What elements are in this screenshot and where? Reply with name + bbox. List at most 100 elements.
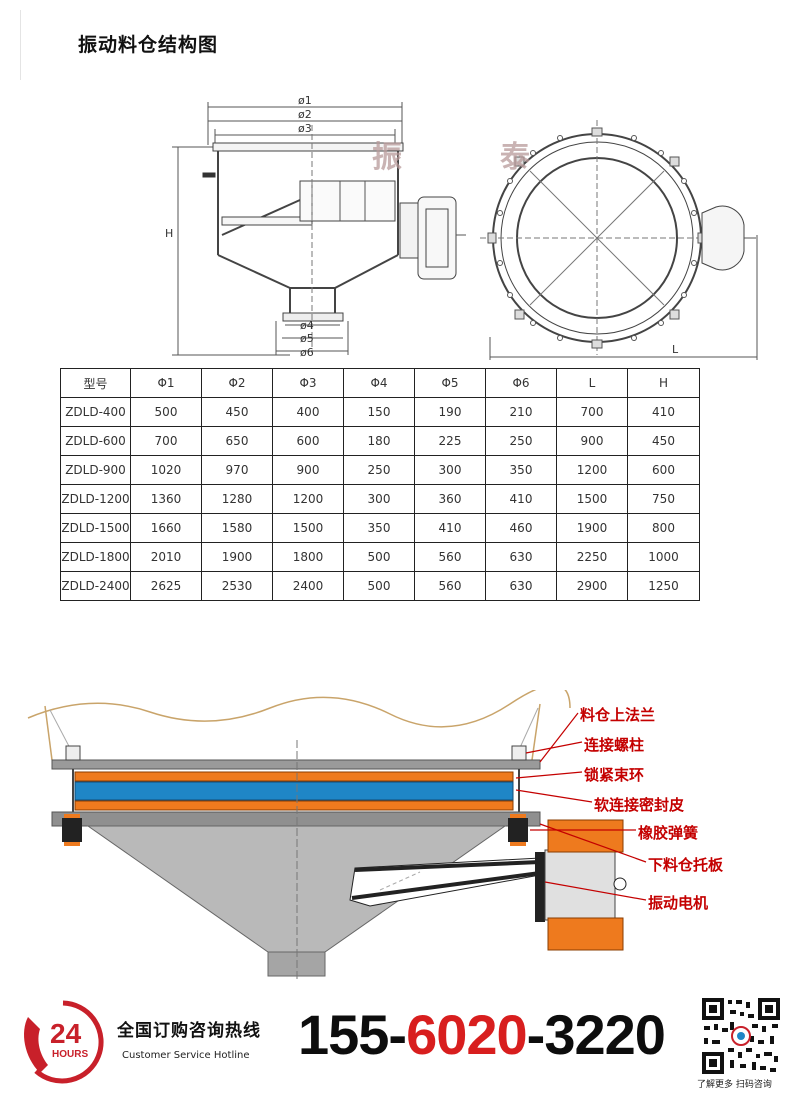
spec-value-cell: 1020 — [130, 455, 202, 485]
spec-value-cell: 350 — [343, 513, 415, 543]
phone-part-b: 6020 — [406, 1003, 528, 1066]
spec-value-cell: 900 — [556, 426, 628, 456]
callout-clamp-ring: 锁紧束环 — [584, 766, 645, 784]
spec-value-cell: 180 — [343, 426, 415, 456]
watermark-left: 振 — [372, 140, 402, 175]
spec-value-cell: 500 — [130, 397, 202, 427]
rubber-spring-right — [508, 818, 528, 842]
spec-value-cell: 2400 — [272, 571, 344, 601]
spec-value-cell: 400 — [272, 397, 344, 427]
model-cell: ZDLD-900 — [60, 455, 131, 485]
spec-value-cell: 1900 — [201, 542, 273, 572]
phone-handset-icon — [24, 1017, 48, 1073]
dim-label-d2: ø2 — [298, 108, 312, 121]
vibration-motor — [544, 849, 616, 921]
spec-value-cell: 350 — [485, 455, 557, 485]
24-hours-logo: 24 HOURS — [24, 1000, 104, 1084]
clamp-ring-bottom — [74, 800, 514, 811]
spec-value-cell: 1660 — [130, 513, 202, 543]
phone-number[interactable]: 155-6020-3220 — [298, 1002, 666, 1067]
spec-value-cell: 1200 — [556, 455, 628, 485]
spec-value-cell: 600 — [627, 455, 700, 485]
hopper-diagram — [27, 690, 647, 980]
dim-label-d5: ø5 — [300, 332, 314, 345]
spec-value-cell: 1250 — [627, 571, 700, 601]
qr-caption: 了解更多 扫码咨询 — [697, 1080, 772, 1090]
table-header-cell: Φ3 — [272, 368, 344, 398]
table-header-cell: Φ4 — [343, 368, 415, 398]
callout-connecting-stud: 连接螺柱 — [584, 736, 645, 754]
spec-value-cell: 700 — [556, 397, 628, 427]
table-header-cell: H — [627, 368, 700, 398]
spec-value-cell: 560 — [414, 542, 486, 572]
spec-value-cell: 1800 — [272, 542, 344, 572]
spec-value-cell: 410 — [414, 513, 486, 543]
spec-value-cell: 1200 — [272, 484, 344, 514]
spec-value-cell: 500 — [343, 571, 415, 601]
spec-value-cell: 300 — [414, 455, 486, 485]
spec-value-cell: 800 — [627, 513, 700, 543]
dim-label-h: H — [165, 227, 173, 240]
table-header-cell: Φ6 — [485, 368, 557, 398]
spec-value-cell: 225 — [414, 426, 486, 456]
model-cell: ZDLD-1800 — [60, 542, 131, 572]
spec-value-cell: 2530 — [201, 571, 273, 601]
spec-value-cell: 360 — [414, 484, 486, 514]
table-header-cell: Φ5 — [414, 368, 486, 398]
model-cell: ZDLD-600 — [60, 426, 131, 456]
spec-value-cell: 630 — [485, 542, 557, 572]
spec-value-cell: 900 — [272, 455, 344, 485]
spec-value-cell: 250 — [485, 426, 557, 456]
lower-support-plate — [51, 811, 541, 827]
spec-value-cell: 150 — [343, 397, 415, 427]
spec-value-cell: 250 — [343, 455, 415, 485]
spec-value-cell: 1900 — [556, 513, 628, 543]
spec-value-cell: 210 — [485, 397, 557, 427]
dim-label-d3: ø3 — [298, 122, 312, 135]
spec-value-cell: 410 — [627, 397, 700, 427]
table-header-cell: Φ1 — [130, 368, 202, 398]
spec-value-cell: 1360 — [130, 484, 202, 514]
model-cell: ZDLD-1200 — [60, 484, 131, 514]
spec-value-cell: 300 — [343, 484, 415, 514]
spec-value-cell: 1500 — [272, 513, 344, 543]
table-header-cell: 型号 — [60, 368, 131, 398]
sealing-skin — [74, 781, 514, 801]
spec-value-cell: 750 — [627, 484, 700, 514]
callout-sealing-skin: 软连接密封皮 — [594, 796, 685, 814]
spec-value-cell: 1500 — [556, 484, 628, 514]
logo-word: HOURS — [52, 1049, 88, 1060]
spec-value-cell: 700 — [130, 426, 202, 456]
phone-part-a: 155- — [298, 1003, 407, 1066]
dim-label-d1: ø1 — [298, 94, 312, 107]
spec-value-cell: 1000 — [627, 542, 700, 572]
qr-code[interactable] — [700, 996, 782, 1076]
page-edge-rule — [20, 10, 21, 80]
spec-value-cell: 450 — [627, 426, 700, 456]
clamp-ring-top — [74, 771, 514, 782]
spec-value-cell: 650 — [201, 426, 273, 456]
spec-value-cell: 1280 — [201, 484, 273, 514]
spec-value-cell: 970 — [201, 455, 273, 485]
logo-number: 24 — [50, 1018, 82, 1049]
table-header-cell: L — [556, 368, 628, 398]
callout-rubber-spring: 橡胶弹簧 — [638, 824, 699, 842]
watermark-right: 泰 — [500, 140, 531, 175]
spec-value-cell: 450 — [201, 397, 273, 427]
phone-part-c: -3220 — [526, 1003, 666, 1066]
dim-label-d4: ø4 — [300, 319, 314, 332]
callout-upper-flange: 料仓上法兰 — [580, 706, 656, 724]
callout-lower-plate: 下料仓托板 — [648, 856, 724, 874]
rubber-spring-left — [62, 818, 82, 842]
spec-value-cell: 410 — [485, 484, 557, 514]
structure-drawing: ø1 ø2 ø3 ø4 ø5 ø6 H L 振 泰 — [165, 94, 758, 360]
dim-label-l: L — [672, 343, 679, 356]
